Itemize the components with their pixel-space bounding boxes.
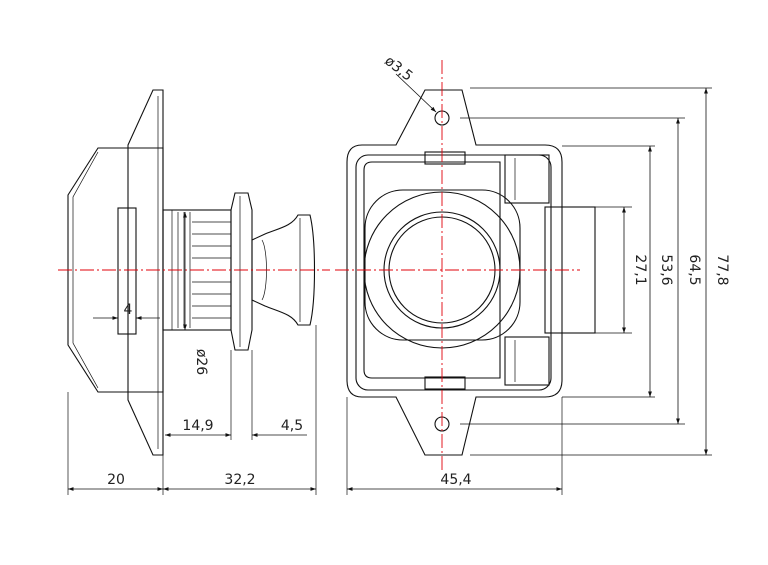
front-tab-top — [424, 151, 466, 165]
dim-45-4-label: 45,4 — [440, 472, 471, 488]
dim-32-2-label: 32,2 — [224, 472, 255, 488]
dim-4-label: 4 — [124, 302, 133, 318]
front-latch-bolt — [544, 206, 596, 334]
dim-53-6-label: 53,6 — [658, 254, 674, 285]
front-latch-block-top — [504, 154, 550, 204]
side-knob — [251, 214, 316, 326]
dim-14-9-label: 14,9 — [182, 418, 213, 434]
front-inner-shell — [363, 161, 501, 379]
side-collar — [230, 192, 253, 351]
dim-77-8-label: 77,8 — [714, 254, 730, 285]
front-view: ø3,5 27,1 53,6 64,5 77,8 45,4 — [335, 53, 730, 495]
dim-4-5-label: 4,5 — [281, 418, 303, 434]
dim-20-label: 20 — [107, 472, 125, 488]
side-slot — [117, 207, 137, 335]
dim-26-label: ø26 — [193, 349, 209, 375]
front-housing — [355, 154, 552, 391]
side-housing-chamfer — [72, 151, 99, 389]
dim-64-5-label: 64,5 — [686, 254, 702, 285]
dim-hole-leader — [395, 73, 437, 113]
front-flange — [346, 89, 563, 456]
front-latch-block-bottom — [504, 336, 550, 386]
dim-27-1-label: 27,1 — [632, 254, 648, 285]
dim-hole-label: ø3,5 — [381, 53, 415, 85]
barrel-thread-ticks — [192, 209, 231, 319]
front-tab-bottom — [424, 376, 466, 390]
side-view: 4 ø26 14,9 4,5 20 32,2 — [58, 89, 330, 495]
